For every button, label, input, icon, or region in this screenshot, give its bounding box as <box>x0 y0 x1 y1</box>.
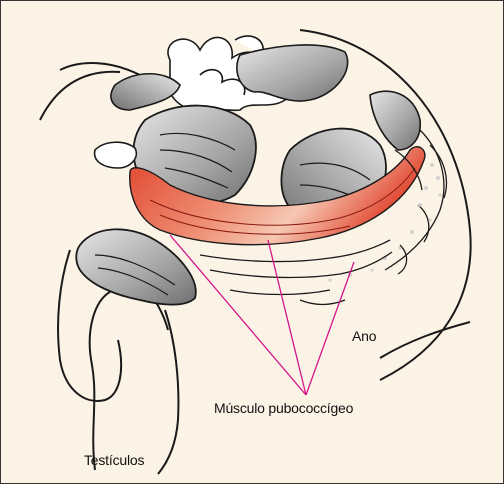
label-pubococcygeus: Músculo pubococcígeo <box>214 400 353 416</box>
buttock-curve <box>380 322 470 358</box>
perineal-lines <box>200 240 392 305</box>
pubic-bone <box>95 142 137 168</box>
testicle <box>76 229 196 304</box>
label-anus: Ano <box>352 328 376 344</box>
label-testicles: Testículos <box>84 452 144 468</box>
colon-gray-left <box>111 74 180 110</box>
